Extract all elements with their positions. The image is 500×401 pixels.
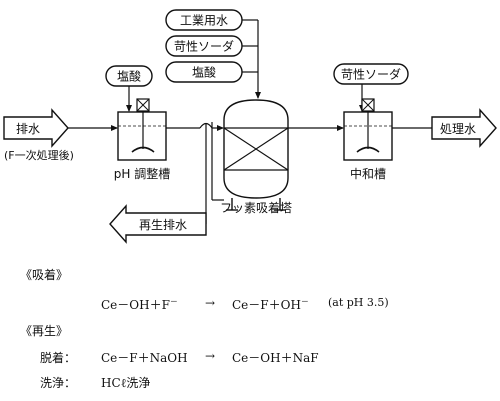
adsorption-arrow: → bbox=[205, 296, 216, 310]
mixer-motor-icon bbox=[136, 98, 150, 112]
adsorption-lhs-main: Ce－OH＋F bbox=[101, 298, 170, 312]
reagent-feed-lines bbox=[242, 19, 261, 99]
adsorption-lhs: Ce－OH＋F－ bbox=[101, 296, 178, 313]
adsorption-rhs-main: Ce－F＋OH bbox=[232, 298, 301, 312]
regeneration-title: 《再生》 bbox=[20, 324, 69, 338]
adsorption-title: 《吸着》 bbox=[20, 268, 69, 282]
hcl-dosing-label: 塩酸 bbox=[117, 69, 141, 84]
adsorption-rhs: Ce－F＋OH－ bbox=[232, 296, 309, 313]
fluorine-adsorption-tower bbox=[223, 99, 289, 211]
neutral-tank-label: 中和槽 bbox=[350, 166, 386, 181]
desorption-label: 脱着： bbox=[40, 351, 77, 365]
inlet-label: 排水 bbox=[16, 122, 40, 136]
adsorption-rhs-sup: － bbox=[300, 297, 309, 306]
agitator-blade-icon bbox=[131, 146, 155, 153]
ph-adjustment-tank bbox=[117, 98, 167, 161]
regen-arrow: 再生排水 bbox=[109, 204, 207, 244]
reagent-industrial-water-label: 工業用水 bbox=[180, 14, 228, 28]
hcl-dosing: 塩酸 bbox=[105, 65, 153, 112]
desorption-arrow: → bbox=[205, 349, 216, 363]
outlet-arrow: 処理水 bbox=[431, 108, 497, 148]
naoh-dosing: 苛性ソーダ bbox=[333, 63, 409, 112]
agitator-blade-icon bbox=[356, 146, 380, 153]
ph-tank-label: pH 調整槽 bbox=[114, 166, 170, 181]
inlet-note: (F一次処理後) bbox=[4, 148, 74, 162]
reagent-hydrochloric-acid-label: 塩酸 bbox=[192, 65, 216, 80]
desorption-lhs: Ce－F＋NaOH bbox=[101, 351, 188, 365]
reagent-caustic-soda: 苛性ソーダ bbox=[165, 35, 243, 57]
reagent-caustic-soda-label: 苛性ソーダ bbox=[174, 39, 234, 54]
neutralization-tank bbox=[343, 98, 393, 161]
reagent-hydrochloric-acid: 塩酸 bbox=[165, 61, 243, 83]
inlet-arrow: 排水 bbox=[3, 108, 69, 148]
tower-label: フッ素吸着塔 bbox=[220, 200, 292, 215]
reagent-industrial-water: 工業用水 bbox=[165, 9, 243, 31]
wash-value: HCℓ洗浄 bbox=[101, 376, 151, 390]
outlet-label: 処理水 bbox=[440, 122, 476, 136]
process-flow-diagram: 工業用水 苛性ソーダ 塩酸 塩酸 苛性ソーダ 排水 (F一次処理後) bbox=[3, 9, 497, 244]
adsorption-lhs-sup: － bbox=[169, 297, 178, 306]
flow-line-ph-to-tower bbox=[166, 122, 224, 131]
wash-label: 洗浄： bbox=[40, 376, 77, 390]
naoh-dosing-label: 苛性ソーダ bbox=[341, 67, 401, 82]
mixer-motor-icon bbox=[361, 98, 375, 112]
adsorption-condition: (at pH 3.5) bbox=[328, 296, 389, 309]
desorption-rhs: Ce－OH＋NaF bbox=[232, 351, 319, 365]
regen-label: 再生排水 bbox=[139, 218, 187, 232]
